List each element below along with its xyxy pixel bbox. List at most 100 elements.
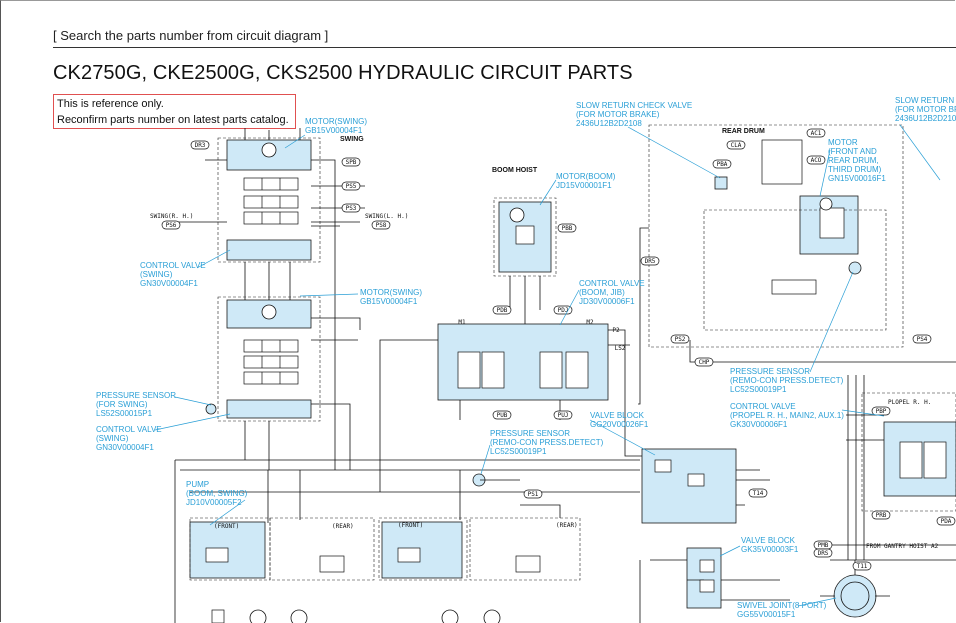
note-line-1: This is reference only. — [57, 98, 164, 110]
callout-motor-drum-line-5[interactable]: GN15V00016F1 — [828, 174, 886, 183]
port-tag-dr5: DR5 — [640, 256, 660, 266]
valve-block-2-part[interactable] — [686, 547, 722, 609]
callout-cv-swing-1-line-3[interactable]: GN30V00004F1 — [140, 279, 198, 288]
port-tag-label: PBP — [876, 408, 887, 415]
callout-ps-remocon-2-line-2[interactable]: (REMO-CON PRESS.DETECT) — [730, 376, 844, 385]
from-gantry-tag: FROM GANTRY HOIST A2 — [866, 543, 939, 550]
callout-cv-propel-line-1[interactable]: CONTROL VALVE — [730, 402, 796, 411]
callout-cv-propel-line-2[interactable]: (PROPEL R. H., MAIN2, AUX.1) — [730, 411, 844, 420]
port-tag-ac1: AC1 — [806, 128, 826, 138]
callout-motor-drum-line-4[interactable]: THIRD DRUM) — [828, 165, 882, 174]
port-tag-label: T14 — [753, 490, 764, 497]
control-valve-swing-1-part[interactable] — [226, 239, 312, 261]
port-tag-aco: ACO — [806, 155, 826, 165]
callout-motor-swing-1-line-1[interactable]: MOTOR(SWING) — [305, 117, 367, 126]
callout-motor-boom-line-2[interactable]: JD15V00001F1 — [556, 181, 612, 190]
rotary-symbols — [249, 142, 870, 623]
reference-note: This is reference only. Reconfirm parts … — [53, 94, 296, 129]
port-tag-label: T11 — [857, 563, 868, 570]
callout-swivel-line-1[interactable]: SWIVEL JOINT(8 PORT) — [737, 601, 827, 610]
diagram-tags: SWING BOOM HOIST REAR DRUM FROM GANTRY H… — [150, 128, 939, 550]
callout-cv-swing-2-line-3[interactable]: GN30V00004F1 — [96, 443, 154, 452]
port-tag-dr3: DR3 — [190, 140, 210, 150]
callout-cv-boom-line-1[interactable]: CONTROL VALVE — [579, 279, 645, 288]
pump-rear-part[interactable] — [381, 521, 463, 579]
callout-motor-swing-1-line-2[interactable]: GB15V00004F1 — [305, 126, 363, 135]
port-tag-label: PS1 — [528, 491, 539, 498]
port-tag-label: PS5 — [346, 183, 357, 190]
port-tag-pdb: PDB — [492, 305, 512, 315]
swing-lh-tag: SWING(L. H.) — [365, 213, 408, 220]
port-tag-label: PS3 — [346, 205, 357, 212]
callout-cv-boom-line-3[interactable]: JD30V00006F1 — [579, 297, 635, 306]
callout-pump-line-1[interactable]: PUMP — [186, 480, 209, 489]
rear-drum-tag: REAR DRUM — [722, 128, 765, 135]
rear-pump-2-tag: (REAR) — [556, 522, 578, 529]
port-tag-label: PS6 — [166, 222, 177, 229]
callout-swivel-line-2[interactable]: GG55V00015F1 — [737, 610, 796, 619]
callout-pump-line-3[interactable]: JD10V00005F2 — [186, 498, 242, 507]
port-tag-ps2: PS2 — [670, 334, 690, 344]
pressure-sensor-remocon-2-part[interactable] — [848, 261, 862, 275]
callout-valve-block-2-line-2[interactable]: GK35V00003F1 — [741, 545, 799, 554]
breadcrumb: [ Search the parts number from circuit d… — [53, 28, 329, 43]
slow-return-valve-part[interactable] — [714, 176, 728, 190]
callout-motor-boom-line-1[interactable]: MOTOR(BOOM) — [556, 172, 616, 181]
callout-cv-boom-line-2[interactable]: (BOOM, JIB) — [579, 288, 625, 297]
callout-ps-remocon-1-line-2[interactable]: (REMO-CON PRESS.DETECT) — [490, 438, 604, 447]
callout-slow-return-2-line-2[interactable]: (FOR MOTOR BR — [895, 105, 956, 114]
port-tag-label: PS8 — [376, 222, 387, 229]
callout-motor-drum-line-2[interactable]: (FRONT AND — [828, 147, 877, 156]
port-tag-label: P2 — [612, 327, 620, 334]
callout-cv-swing-2-line-2[interactable]: (SWING) — [96, 434, 129, 443]
callout-ps-swing-line-2[interactable]: (FOR SWING) — [96, 400, 148, 409]
callout-ps-remocon-2-line-1[interactable]: PRESSURE SENSOR — [730, 367, 810, 376]
port-tag-label: DRS — [818, 550, 829, 557]
callout-motor-drum-line-1[interactable]: MOTOR — [828, 138, 858, 147]
port-tag-m1: M1 — [458, 319, 466, 326]
callout-valve-block-2-line-1[interactable]: VALVE BLOCK — [741, 536, 796, 545]
callout-motor-swing-2-line-2[interactable]: GB15V00004F1 — [360, 297, 418, 306]
port-tag-t11: T11 — [852, 561, 872, 571]
callout-pump-line-2[interactable]: (BOOM, SWING) — [186, 489, 248, 498]
port-tag-ps1: PS1 — [523, 489, 543, 499]
port-tag-spb: SPB — [341, 157, 361, 167]
pressure-sensor-swing-part[interactable] — [205, 403, 217, 415]
port-tag-ps8: PS8 — [371, 220, 391, 230]
swing-rh-tag: SWING(R. H.) — [150, 213, 193, 220]
front-pump-2-tag: (FRONT) — [398, 522, 423, 529]
callout-motor-drum-line-3[interactable]: REAR DRUM, — [828, 156, 879, 165]
callout-cv-swing-1-line-2[interactable]: (SWING) — [140, 270, 173, 279]
note-line-2: Reconfirm parts number on latest parts c… — [57, 114, 289, 126]
callout-ps-swing-line-3[interactable]: LS52S00015P1 — [96, 409, 153, 418]
port-tag-m2: M2 — [586, 319, 594, 326]
callout-cv-swing-2-line-1[interactable]: CONTROL VALVE — [96, 425, 162, 434]
callout-slow-return-1-line-1[interactable]: SLOW RETURN CHECK VALVE — [576, 101, 692, 110]
callout-motor-swing-2-line-1[interactable]: MOTOR(SWING) — [360, 288, 422, 297]
port-tag-label: DR5 — [645, 258, 656, 265]
port-tag-label: M1 — [458, 319, 466, 326]
port-tag-ps4: PS4 — [912, 334, 932, 344]
control-valve-swing-2-part[interactable] — [226, 399, 312, 419]
callout-ps-remocon-2-line-3[interactable]: LC52S00019P1 — [730, 385, 787, 394]
port-tag-ps3: PS3 — [341, 203, 361, 213]
swing-tag: SWING — [340, 136, 364, 143]
callout-slow-return-1-line-2[interactable]: (FOR MOTOR BRAKE) — [576, 110, 660, 119]
port-tag-t14: T14 — [748, 488, 768, 498]
callout-cv-swing-1-line-1[interactable]: CONTROL VALVE — [140, 261, 206, 270]
callout-slow-return-1-line-3[interactable]: 2436U12B2D2108 — [576, 119, 642, 128]
callout-cv-propel-line-3[interactable]: GK30V00006F1 — [730, 420, 788, 429]
callout-valve-block-1-line-2[interactable]: GG20V00026F1 — [590, 420, 649, 429]
callout-valve-block-1-line-1[interactable]: VALVE BLOCK — [590, 411, 645, 420]
boom-hoist-tag: BOOM HOIST — [492, 167, 538, 174]
callout-ps-remocon-1-line-3[interactable]: LC52S00019P1 — [490, 447, 547, 456]
callout-ps-remocon-1-line-1[interactable]: PRESSURE SENSOR — [490, 429, 570, 438]
port-tag-label: PRB — [876, 512, 887, 519]
callout-slow-return-2-line-1[interactable]: SLOW RETURN — [895, 96, 954, 105]
callout-ps-swing-line-1[interactable]: PRESSURE SENSOR — [96, 391, 176, 400]
callout-slow-return-2-line-3[interactable]: 2436U12B2D210 — [895, 114, 956, 123]
swivel-joint-part[interactable] — [833, 574, 877, 618]
